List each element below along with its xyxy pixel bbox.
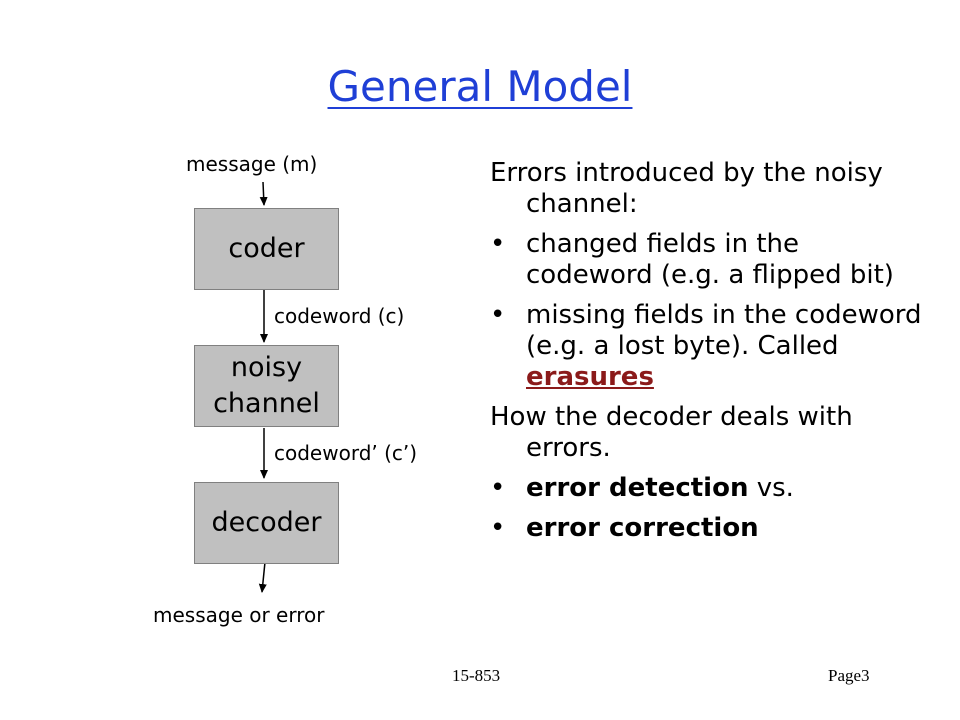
coder-block: coder — [194, 208, 339, 290]
error-detection-term: error detection — [526, 473, 749, 503]
bullet-missing-fields-text: missing fields in the codeword (e.g. a l… — [526, 300, 922, 361]
bullet-changed-fields: • changed fields in the codeword (e.g. a… — [490, 229, 930, 291]
error-correction-term: error correction — [526, 513, 759, 543]
intro-paragraph: Errors introduced by the noisy channel: — [490, 158, 883, 219]
bullet-dot: • — [490, 473, 506, 503]
input-message-label: message (m) — [186, 152, 318, 176]
slide-title: General Model — [327, 62, 633, 111]
codeword-prime-label: codeword’ (c’) — [274, 441, 418, 465]
decoder-heading: How the decoder deals with errors. — [490, 402, 853, 463]
arrow-decoder-to-output — [258, 561, 267, 593]
bullet-error-correction: • error correction — [490, 513, 930, 544]
decoder-label: decoder — [211, 506, 322, 538]
bullet-error-detection: • error detection vs. — [490, 473, 930, 504]
noisy-channel-label-line1: noisy — [230, 351, 303, 383]
error-model-text: Errors introduced by the noisy channel: … — [490, 158, 930, 553]
bullet-dot: • — [490, 513, 506, 543]
noisy-channel-block: noisy channel — [194, 345, 339, 427]
erasures-term: erasures — [526, 362, 654, 392]
footer-page-number: Page3 — [828, 666, 870, 685]
footer-course-number: 15-853 — [452, 666, 501, 685]
bullet-dot: • — [490, 300, 506, 330]
error-detection-rest: vs. — [748, 473, 794, 503]
decoder-block: decoder — [194, 482, 339, 564]
codeword-label: codeword (c) — [274, 304, 405, 328]
coder-label: coder — [228, 232, 305, 264]
output-label: message or error — [153, 603, 325, 627]
bullet-dot: • — [490, 229, 506, 259]
bullet-missing-fields: • missing fields in the codeword (e.g. a… — [490, 300, 930, 393]
noisy-channel-label-line2: channel — [213, 388, 320, 419]
arrow-message-to-coder — [259, 181, 268, 206]
bullet-changed-fields-text: changed fields in the codeword (e.g. a f… — [526, 229, 894, 290]
